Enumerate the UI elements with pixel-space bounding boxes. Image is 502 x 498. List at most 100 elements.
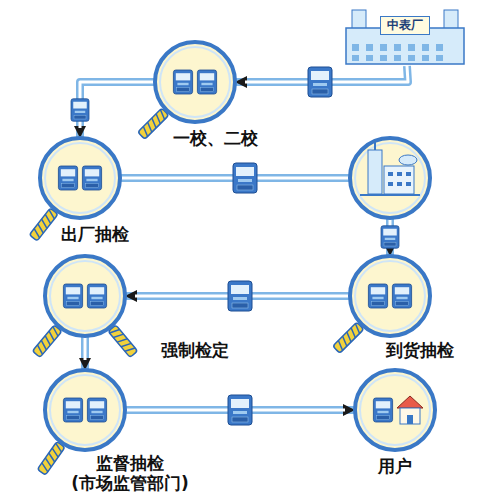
meter-terminal [312, 89, 328, 94]
antenna [374, 142, 376, 150]
meter-strip [91, 411, 102, 413]
window [388, 182, 393, 186]
magnifier-illustration [155, 42, 235, 122]
node-label: 出厂抽检 [61, 224, 129, 244]
meter-strip [91, 297, 102, 299]
handle-stripe [50, 448, 60, 457]
meter-strip [86, 179, 97, 181]
handle-stripe [32, 229, 42, 238]
meter-icon [87, 398, 106, 422]
meter-terminal [67, 416, 80, 420]
node-label: 用户 [378, 456, 412, 476]
magnifier-illustration [355, 370, 435, 450]
step-label: 出厂抽检 [61, 224, 129, 244]
window [406, 182, 411, 186]
handle-stripe [153, 114, 163, 124]
lens-circle [350, 256, 430, 336]
handle-body [29, 208, 58, 241]
lens-ring [45, 143, 115, 213]
meter-display [66, 287, 80, 294]
meter-display [61, 169, 75, 176]
meter-icon [228, 281, 252, 311]
meter-icon [173, 70, 192, 94]
meter-terminal [201, 88, 214, 92]
factory-roof-tower [352, 10, 366, 30]
meter-strip [238, 179, 252, 182]
lens-circle [40, 138, 120, 218]
meter-display [311, 71, 329, 80]
handle-stripe [39, 219, 49, 228]
pipe-core [80, 82, 155, 128]
meter-strip [385, 238, 396, 240]
handle-stripe [340, 336, 350, 346]
meter-icon [87, 284, 106, 308]
company-building [350, 138, 430, 218]
handle-stripe [46, 331, 56, 340]
factory-window [352, 44, 359, 51]
meter-terminal [372, 302, 385, 306]
lens-ring [50, 375, 120, 445]
magnifier-handle [108, 325, 138, 357]
factory-window [366, 44, 373, 51]
handle-stripe [121, 340, 131, 349]
factory-roof-tower [444, 10, 458, 30]
meter-terminal [86, 184, 99, 188]
magnifier-handle [32, 325, 62, 357]
meter-terminal [237, 185, 253, 190]
node-label: 一校、二校 [173, 128, 258, 148]
lens-ring [160, 47, 230, 117]
handle-stripe [125, 345, 135, 354]
meter-strip [177, 83, 188, 85]
lens-circle [355, 370, 435, 450]
tower [368, 150, 382, 194]
lens-circle [155, 42, 235, 122]
meter-body [233, 163, 257, 193]
meter-strip [377, 411, 388, 413]
handle-stripe [117, 336, 127, 345]
handle-stripe [149, 118, 159, 128]
meter-body [63, 284, 82, 308]
meter-display [176, 73, 190, 80]
office [384, 166, 414, 194]
meter-strip [313, 83, 327, 86]
factory-window [436, 55, 443, 61]
meter-strip [62, 179, 73, 181]
factory-window [436, 44, 443, 51]
meter-icon [308, 67, 332, 97]
meter-icon [233, 163, 257, 193]
window [397, 182, 402, 186]
step-label: 用户 [378, 456, 412, 476]
meter-terminal [91, 416, 104, 420]
handle-stripe [141, 127, 151, 137]
handle-stripe [46, 453, 56, 462]
meter-body [308, 67, 332, 97]
meter-body [63, 398, 82, 422]
meter-terminal [384, 242, 396, 246]
meter-body [87, 398, 106, 422]
meter-display [231, 285, 249, 294]
step-label: 一校、二校 [173, 128, 258, 148]
meter-body [228, 395, 252, 425]
handle-stripe [145, 122, 155, 132]
meter-display [376, 401, 390, 408]
handle-stripe [35, 345, 45, 354]
window [388, 172, 393, 176]
house-door [407, 415, 413, 424]
meter-terminal [62, 184, 75, 188]
meter-display [395, 287, 409, 294]
meter-strip [67, 411, 78, 413]
meter-terminal [177, 88, 190, 92]
factory-window [408, 55, 415, 61]
meter-terminal [74, 115, 86, 119]
inspection-node: 到货抽检 [350, 256, 430, 356]
meter-strip [67, 297, 78, 299]
meter-display [85, 169, 99, 176]
magnifier-handle [37, 442, 65, 476]
handle-stripe [344, 332, 354, 342]
meter-body [173, 70, 192, 94]
lens-ring [355, 261, 425, 331]
factory-window [380, 44, 387, 51]
meter-display [73, 102, 87, 109]
handle-body [108, 325, 138, 357]
